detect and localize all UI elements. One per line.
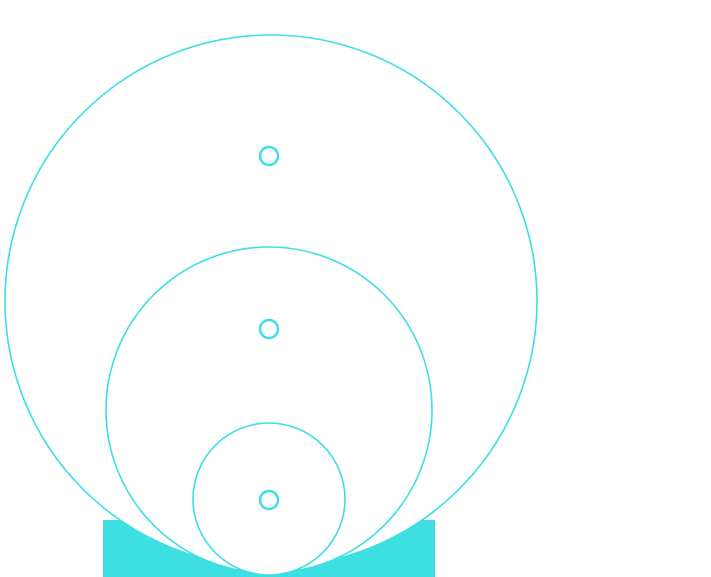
- inner-circle-center-ring: [258, 489, 280, 511]
- outer-circle-center-ring: [258, 145, 280, 167]
- middle-circle-center-ring: [258, 318, 280, 340]
